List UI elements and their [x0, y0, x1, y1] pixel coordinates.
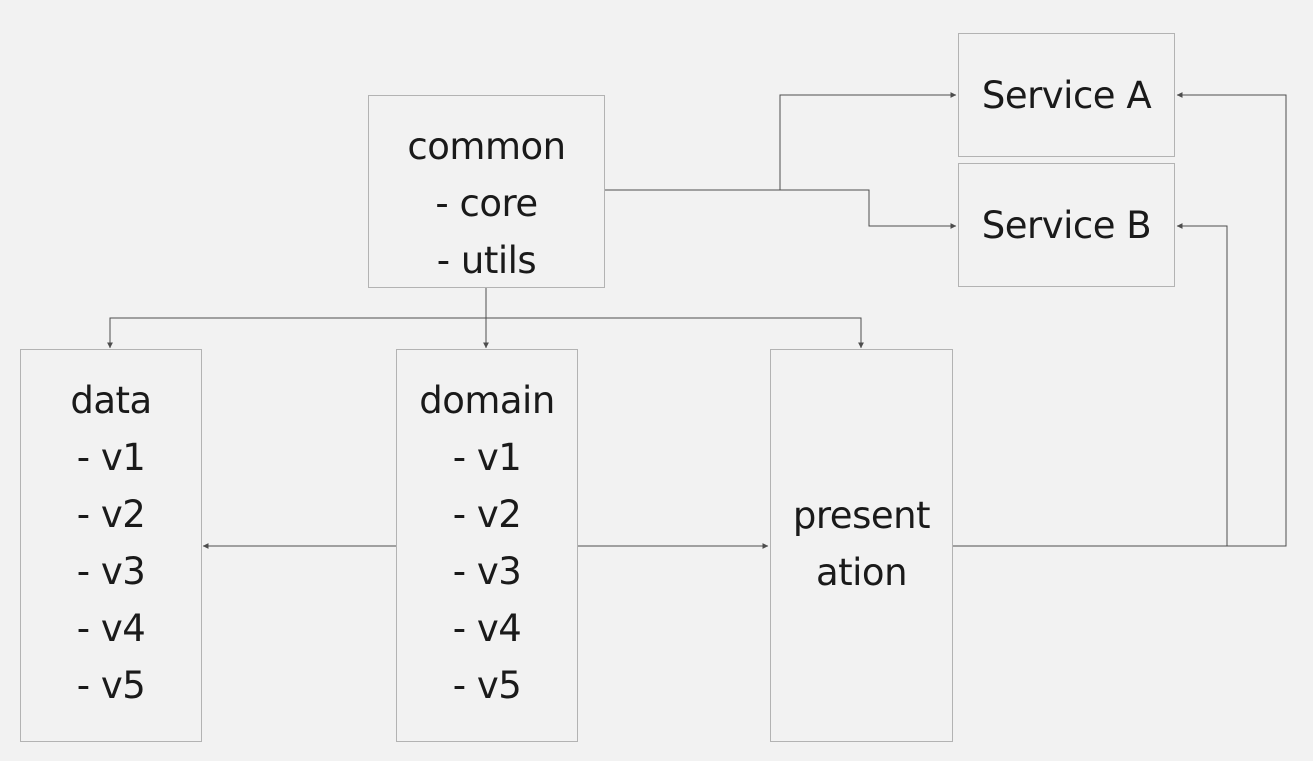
edge-common-to-service-b — [780, 189, 957, 229]
edge-presentation-to-service-a — [953, 92, 1287, 547]
node-data-item-v5: - v5 — [76, 664, 146, 707]
node-service-a[interactable]: Service A — [958, 33, 1175, 157]
node-common-item-core: - core — [435, 182, 538, 225]
node-service-b-title: Service B — [981, 203, 1152, 247]
node-presentation-title-part-2: ation — [815, 550, 908, 594]
node-service-b[interactable]: Service B — [958, 163, 1175, 287]
node-common[interactable]: common - core - utils — [368, 95, 605, 288]
node-data-item-v4: - v4 — [76, 607, 146, 650]
node-domain-title: domain — [419, 379, 555, 422]
node-data-title: data — [70, 379, 152, 422]
node-domain-item-v5: - v5 — [452, 664, 522, 707]
node-presentation[interactable]: present ation — [770, 349, 953, 742]
node-domain-item-v3: - v3 — [452, 550, 522, 593]
node-data-item-v2: - v2 — [76, 493, 146, 536]
node-common-item-utils: - utils — [436, 239, 537, 282]
node-service-a-title: Service A — [981, 73, 1152, 117]
edge-presentation-to-service-b — [1176, 223, 1228, 546]
node-domain-item-v4: - v4 — [452, 607, 522, 650]
edge-common-to-presentation — [486, 317, 864, 349]
node-presentation-title-part-1: present — [792, 493, 931, 537]
node-data-item-v3: - v3 — [76, 550, 146, 593]
node-domain-item-v2: - v2 — [452, 493, 522, 536]
node-domain[interactable]: domain - v1 - v2 - v3 - v4 - v5 — [396, 349, 578, 742]
node-common-title: common — [407, 125, 566, 168]
node-data[interactable]: data - v1 - v2 - v3 - v4 - v5 — [20, 349, 202, 742]
edge-common-to-data — [107, 288, 487, 349]
node-data-item-v1: - v1 — [76, 436, 146, 479]
node-domain-item-v1: - v1 — [452, 436, 522, 479]
edge-common-to-service-a — [605, 92, 957, 191]
